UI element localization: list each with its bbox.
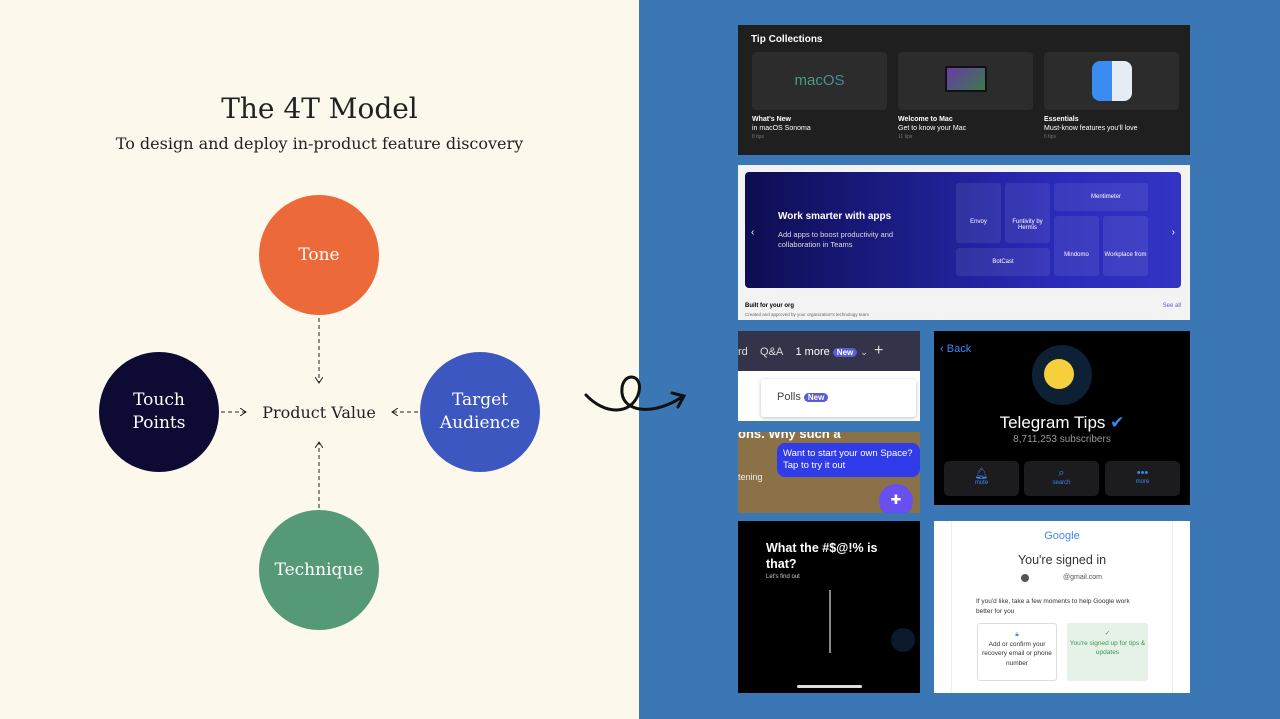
menu-item-polls[interactable]: Polls New — [761, 379, 916, 417]
app-envoy[interactable]: Envoy — [956, 183, 1001, 243]
subheading: Let's find out — [766, 574, 800, 580]
search-button[interactable]: ⌕search — [1024, 461, 1099, 496]
app-mindomo[interactable]: Mindomo — [1054, 216, 1099, 276]
avatar — [1021, 574, 1029, 582]
create-space-button[interactable]: ✚ — [879, 484, 913, 513]
background-text: tening — [738, 472, 763, 482]
see-all-link[interactable]: See all — [1162, 303, 1181, 309]
divider — [829, 590, 831, 653]
plus-icon[interactable]: + — [873, 342, 884, 359]
fab-button[interactable] — [891, 628, 915, 652]
email: @gmail.com — [1063, 574, 1103, 581]
mute-button[interactable]: 🔔︎mute — [944, 461, 1019, 496]
section-heading: Built for your org — [745, 303, 794, 309]
squiggle-arrow-icon — [584, 375, 687, 412]
tips-option[interactable]: ✓You're signed up for tips & updates — [1067, 623, 1148, 681]
back-button[interactable]: ‹ Back — [940, 343, 972, 355]
tab-bar: rd Q&A 1 more New ⌄ + — [738, 331, 920, 371]
home-indicator — [797, 685, 862, 688]
google-signin-screenshot: Google You're signed in @gmail.com If yo… — [934, 521, 1190, 693]
tooltip: Want to start your own Space? Tap to try… — [777, 443, 920, 477]
app-workplace[interactable]: Workplace from — [1103, 216, 1148, 276]
teams-apps-screenshot: ‹ › Work smarter with apps Add apps to b… — [738, 165, 1190, 320]
lock-icon: 🔒︎ — [1015, 631, 1019, 638]
card-frame — [951, 521, 1173, 693]
background-text: ons. Why such a — [738, 432, 841, 441]
diagram-subtitle: To design and deploy in-product feature … — [115, 134, 524, 153]
subscriber-count: 8,711,253 subscribers — [1013, 434, 1111, 445]
check-icon: ✓ — [1104, 630, 1111, 637]
chevron-right-icon[interactable]: › — [1171, 227, 1175, 238]
new-badge: New — [832, 348, 858, 357]
app-mentimeter[interactable]: Mentimeter — [1054, 183, 1148, 211]
diagram-panel: The 4T Model To design and deploy in-pro… — [0, 0, 639, 719]
tab-more[interactable]: 1 more — [795, 346, 830, 358]
avatar — [1032, 345, 1092, 405]
connector-arrows — [221, 318, 418, 508]
audio-app-screenshot: What the #$@!% is that? Let's find out — [738, 521, 920, 693]
telegram-screenshot: ‹ Back Telegram Tips ✔ 8,711,253 subscri… — [934, 331, 1190, 505]
banner-heading: Work smarter with apps — [778, 211, 892, 222]
diagram-title: The 4T Model — [221, 92, 418, 125]
tile-welcome[interactable] — [898, 52, 1033, 110]
prompt: If you'd like, take a few moments to hel… — [976, 598, 1130, 615]
app-funtivity[interactable]: Funtivity by Hermis — [1005, 183, 1050, 243]
laptop-icon — [944, 66, 987, 92]
polls-screenshot: rd Q&A 1 more New ⌄ + Polls New — [738, 331, 920, 421]
finder-icon — [1091, 61, 1132, 101]
section-subtitle: Created and approved by your organizatio… — [745, 312, 869, 317]
apps-banner: ‹ › Work smarter with apps Add apps to b… — [745, 172, 1181, 288]
heading: You're signed in — [1017, 553, 1107, 567]
chevron-left-icon[interactable]: ‹ — [751, 227, 755, 238]
tile-essentials[interactable] — [1044, 52, 1179, 110]
center-product-value: Product Value — [262, 403, 376, 422]
node-target-audience: Target Audience — [420, 352, 540, 472]
channel-name: Telegram Tips ✔ — [999, 413, 1125, 432]
heading: What the #$@!% is that? — [766, 541, 878, 571]
google-logo: Google — [1044, 530, 1080, 542]
more-button[interactable]: •••more — [1105, 461, 1180, 496]
spaces-screenshot: ons. Why such a tening Want to start you… — [738, 432, 920, 513]
tab-qa[interactable]: Q&A — [760, 346, 784, 358]
app-botcast[interactable]: BotCast — [956, 248, 1050, 276]
node-touch-points: Touch Points — [99, 352, 219, 472]
node-technique: Technique — [259, 510, 379, 630]
tile-whats-new[interactable]: macOS — [752, 52, 887, 110]
tab[interactable]: rd — [738, 346, 748, 358]
tips-heading: Tip Collections — [751, 34, 823, 45]
banner-body: Add apps to boost productivity and colla… — [778, 230, 894, 249]
macos-logo-text: macOS — [752, 72, 887, 89]
node-tone: Tone — [259, 195, 379, 315]
recovery-option[interactable]: 🔒︎Add or confirm your recovery email or … — [977, 623, 1057, 681]
